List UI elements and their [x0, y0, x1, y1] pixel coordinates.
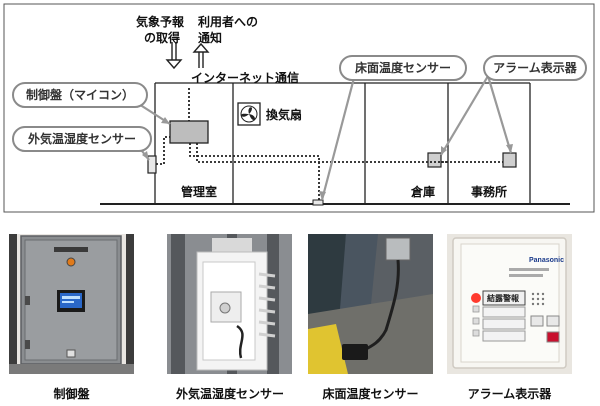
photo-control-panel [9, 234, 134, 374]
leader-arrow-out [142, 151, 149, 160]
caption-alarm: アラーム表示器 [467, 387, 552, 401]
caption-floor-sensor: 床面温度センサー [322, 387, 419, 401]
fan-label: 換気扇 [266, 108, 303, 122]
control-panel-box [169, 120, 209, 144]
alarm-box-warehouse [427, 152, 442, 168]
alarm-box-office [502, 152, 517, 168]
wiring [156, 88, 503, 200]
floor-sensor-box [312, 199, 324, 206]
diagram-frame [3, 3, 595, 213]
weather-label-line1: 気象予報 [136, 15, 185, 29]
notify-label-line1: 利用者への [198, 15, 259, 29]
alarm-display-text: 結露警報 [487, 293, 520, 303]
fan-icon [237, 102, 261, 126]
down-arrow-icon [165, 42, 183, 70]
room-label-office: 事務所 [471, 185, 508, 199]
callout-control-panel: 制御盤（マイコン） [12, 82, 148, 108]
room-label-management: 管理室 [181, 185, 218, 199]
photo-outdoor-sensor [167, 234, 292, 374]
photo-alarm-display: Panasonic 結露警報 [447, 234, 572, 374]
internet-label: インターネット通信 [191, 71, 300, 85]
room-label-warehouse: 倉庫 [411, 185, 436, 199]
callout-alarm: アラーム表示器 [483, 55, 587, 81]
photo-floor-sensor [308, 234, 433, 374]
caption-control-panel: 制御盤 [53, 387, 90, 401]
leader-arrow-alarm1 [441, 146, 447, 155]
callout-outdoor-sensor: 外気温湿度センサー [12, 126, 152, 152]
caption-outdoor-sensor: 外気温湿度センサー [175, 387, 284, 401]
leader-arrow-floor [319, 191, 326, 200]
notify-label-line2: 通知 [198, 31, 223, 45]
alarm-brand-text: Panasonic [529, 257, 564, 264]
leader-arrow-cp [161, 117, 170, 124]
callout-floor-sensor: 床面温度センサー [339, 55, 467, 81]
weather-label-line2: の取得 [144, 31, 181, 45]
up-arrow-icon [192, 42, 210, 68]
leader-arrow-alarm2 [506, 144, 513, 153]
